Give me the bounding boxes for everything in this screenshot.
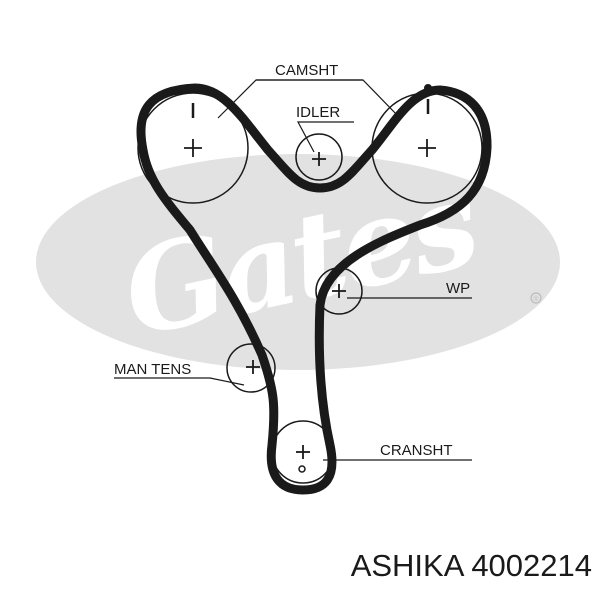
left-camshaft-pulley xyxy=(137,92,249,204)
center-markers xyxy=(184,139,436,459)
cross-marker-icon xyxy=(296,445,310,459)
tensioner-leader xyxy=(114,377,245,386)
registered-mark-icon xyxy=(530,292,542,304)
timing-mark-icon xyxy=(424,84,432,92)
idler-label: IDLER xyxy=(296,104,340,121)
brand-name: ASHIKA xyxy=(350,548,463,583)
camshaft-label: CAMSHT xyxy=(275,62,338,79)
product-caption: ASHIKA 4002214 xyxy=(330,548,592,584)
idler-leader xyxy=(297,121,354,153)
cross-marker-icon xyxy=(184,139,202,157)
timing-mark-icon xyxy=(298,465,306,473)
tensioner-pulley xyxy=(226,343,276,393)
crankshaft-label: CRANSHT xyxy=(380,442,453,459)
cross-marker-icon xyxy=(312,152,326,166)
cross-marker-icon xyxy=(332,284,346,298)
part-number: 4002214 xyxy=(471,548,592,583)
manual-tensioner-label: MAN TENS xyxy=(114,361,191,378)
registered-mark-text: ® xyxy=(533,295,539,303)
timing-belt xyxy=(136,83,492,495)
idler-pulley xyxy=(295,133,343,181)
leader-lines xyxy=(114,79,472,461)
timing-mark-icon xyxy=(187,84,195,92)
water-pump-label: WP xyxy=(446,280,470,297)
cross-marker-icon xyxy=(418,139,436,157)
cross-marker-icon xyxy=(246,360,260,374)
timing-marks xyxy=(187,84,432,473)
